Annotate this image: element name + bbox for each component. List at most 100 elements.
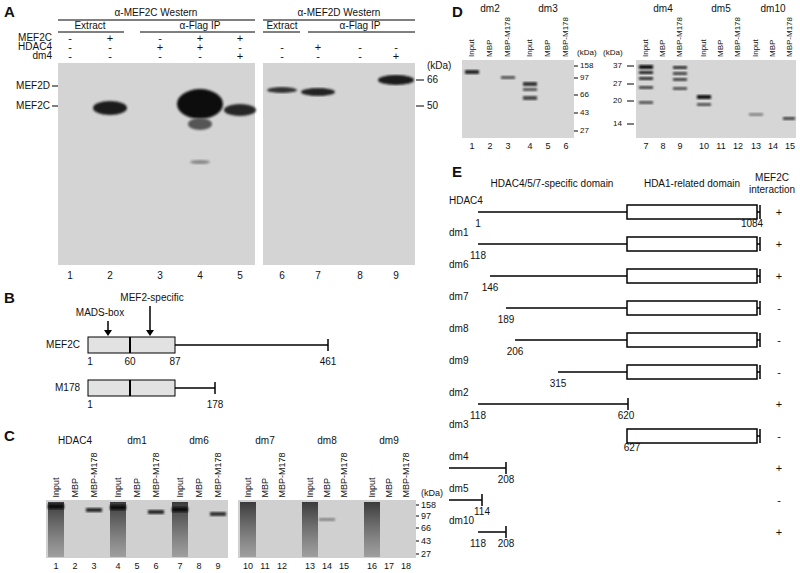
construct-header: dm1 <box>127 435 146 447</box>
blot-header: α-MEF2C Western <box>115 7 198 19</box>
lane-label: MBP-M178 <box>213 452 224 497</box>
domain-box <box>88 380 175 396</box>
band-label: MEF2D <box>16 80 50 92</box>
marker-tick <box>416 554 419 555</box>
gel-image <box>46 500 228 558</box>
construct-name: dm2 <box>449 387 468 399</box>
interaction-sign: - <box>777 334 781 347</box>
lane-number: 6 <box>279 270 285 282</box>
lane-label: MBP-M178 <box>401 452 412 497</box>
gel-band <box>523 88 537 91</box>
lane-label: Input <box>751 39 761 57</box>
lane-label: Input <box>175 477 186 497</box>
end-tick <box>214 382 216 394</box>
domain-box <box>627 333 757 347</box>
domain-label: MADS-box <box>76 307 124 319</box>
construct-line <box>449 499 482 501</box>
lane-number: 7 <box>643 141 648 152</box>
lane-label: Input <box>467 39 477 57</box>
sign: + <box>393 50 399 63</box>
residue-number: 206 <box>507 346 524 358</box>
marker-label: 14 <box>613 119 622 129</box>
construct-name: dm4 <box>449 451 468 463</box>
lane-number: 1 <box>67 270 73 282</box>
construct-name: dm1 <box>449 227 468 239</box>
arrow-head <box>146 330 154 336</box>
construct-name: dm7 <box>449 291 468 303</box>
interaction-sign: + <box>776 270 782 283</box>
gel-band <box>523 96 537 100</box>
lane-label: MBP-M178 <box>339 452 350 497</box>
domain-box <box>627 237 757 251</box>
lane-number: 12 <box>277 561 287 572</box>
construct-line <box>478 531 506 533</box>
gel-image <box>636 60 796 138</box>
panel-letter: D <box>452 3 463 21</box>
gel-band <box>148 510 164 514</box>
marker-label: 97 <box>421 511 431 522</box>
blot-band <box>93 101 127 115</box>
lane-label: MBP-M178 <box>503 17 513 57</box>
lane-label: MBP <box>70 477 81 497</box>
lane-number: 7 <box>177 561 182 572</box>
sign: - <box>198 50 202 63</box>
marker-label: 27 <box>580 126 589 136</box>
construct-line <box>478 211 627 213</box>
lane-number: 7 <box>315 270 321 282</box>
gel-band <box>465 70 479 74</box>
lane-label: MBP <box>543 40 553 57</box>
marker-label: 27 <box>421 549 431 560</box>
domain-divider <box>129 337 131 353</box>
residue-number: 146 <box>482 282 499 294</box>
gel-image <box>238 500 416 558</box>
marker-tick <box>627 101 634 102</box>
column-header: HDAC4/5/7-specific domain <box>491 178 614 190</box>
gel-lane <box>48 502 64 557</box>
domain-box <box>627 429 757 443</box>
lane-label: MBP <box>260 477 271 497</box>
residue-number: 118 <box>470 410 486 422</box>
marker-tick <box>416 106 424 107</box>
construct-name: HDAC4 <box>449 195 483 207</box>
residue-number: 1 <box>475 218 481 230</box>
marker-tick <box>416 528 419 529</box>
gel-band <box>639 65 653 69</box>
column-header: MEF2C interaction <box>746 172 798 196</box>
blot-band <box>301 88 335 96</box>
gel-band <box>110 505 126 510</box>
end-tick <box>505 526 507 538</box>
residue-number: 627 <box>624 442 641 454</box>
interaction-sign: - <box>777 302 781 315</box>
residue-number: 118 <box>470 250 486 262</box>
lane-number: 11 <box>716 141 725 152</box>
interaction-sign: - <box>777 430 781 443</box>
marker-label: 37 <box>613 61 622 71</box>
band-pointer <box>52 86 58 87</box>
interaction-sign: + <box>776 238 782 251</box>
lane-number: 14 <box>322 561 332 572</box>
marker-label: (kDa) <box>603 48 623 58</box>
sign: + <box>237 50 243 63</box>
interaction-sign: + <box>776 398 782 411</box>
marker-tick <box>627 124 634 125</box>
gel-band <box>639 86 653 89</box>
marker-tick <box>627 66 634 67</box>
gel-band <box>697 95 711 99</box>
gel-lane <box>364 502 380 557</box>
blot-image <box>263 63 415 265</box>
header-rule <box>263 32 300 33</box>
gel-band <box>501 76 515 79</box>
column-header: Extract <box>74 20 105 32</box>
lane-number: 17 <box>384 561 394 572</box>
lane-number: 4 <box>197 270 203 282</box>
construct-line <box>515 339 627 341</box>
gel-band <box>86 508 102 512</box>
blot-band <box>224 104 256 116</box>
gel-band <box>697 103 711 106</box>
lane-label: MBP-M178 <box>785 17 795 57</box>
lane-label: MBP <box>485 40 495 57</box>
end-tick <box>759 205 761 219</box>
gel-band <box>639 77 653 80</box>
header-rule <box>58 32 124 33</box>
end-tick <box>759 429 761 443</box>
